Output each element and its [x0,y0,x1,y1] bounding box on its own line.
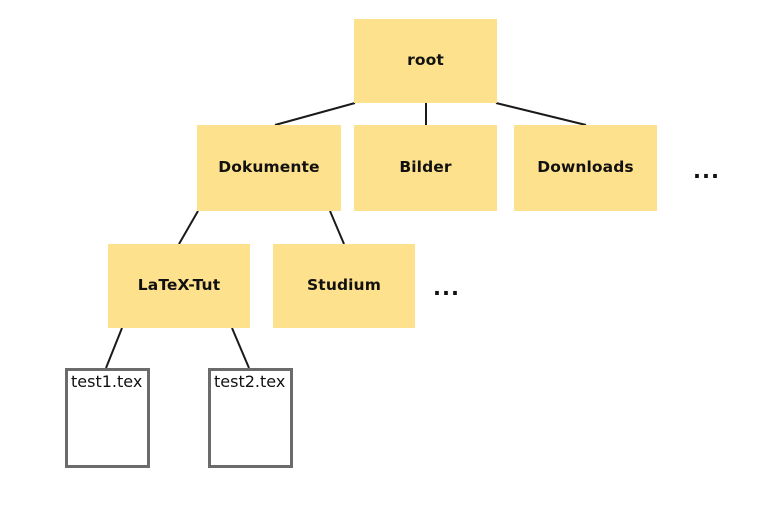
node-label: Bilder [399,158,452,177]
node-label: Dokumente [218,158,320,177]
node-label: Downloads [537,158,634,177]
node-label: LaTeX-Tut [137,276,221,295]
folder-node-root[interactable]: root [354,19,497,103]
node-label: Studium [307,276,381,295]
folder-node-latextut[interactable]: LaTeX-Tut [108,244,250,328]
tree-edge-latextut-to-test1 [105,327,123,369]
tree-edge-root-to-downloads [495,102,587,126]
node-label: test1.tex [71,372,143,391]
tree-edge-latextut-to-test2 [231,327,250,369]
file-node-test1[interactable]: test1.tex [65,368,150,468]
folder-node-dokumente[interactable]: Dokumente [197,125,341,211]
node-label: root [407,51,444,70]
tree-edge-root-to-dokumente [274,102,356,126]
folder-node-downloads[interactable]: Downloads [514,125,657,211]
node-label: test2.tex [214,372,286,391]
ellipsis-level3: ... [433,276,460,300]
folder-node-studium[interactable]: Studium [273,244,415,328]
ellipsis-level2: ... [693,159,720,183]
tree-edge-dokumente-to-latextut [178,210,199,245]
tree-edge-dokumente-to-studium [329,210,345,245]
folder-node-bilder[interactable]: Bilder [354,125,497,211]
file-node-test2[interactable]: test2.tex [208,368,293,468]
